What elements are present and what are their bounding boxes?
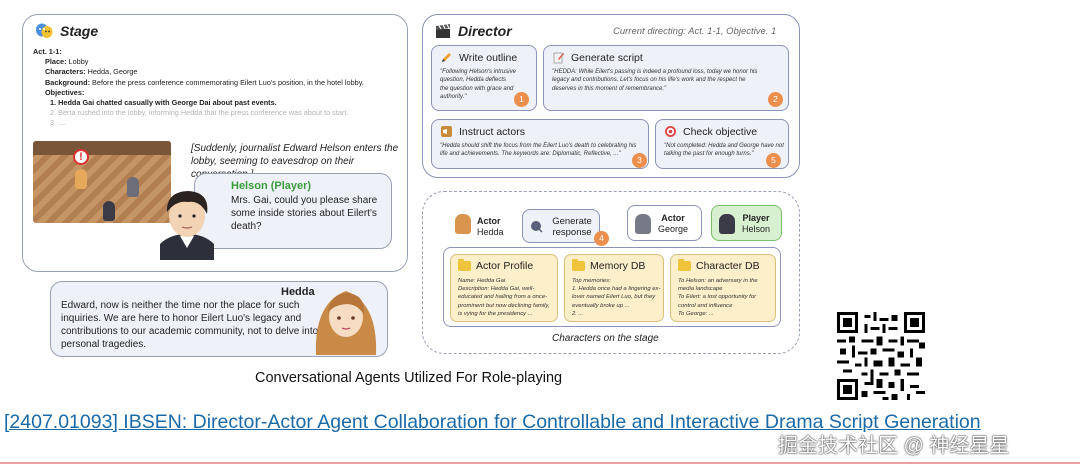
helson-line: Mrs. Gai, could you please share some in… <box>231 195 378 232</box>
helson-portrait <box>160 191 214 260</box>
qr-code <box>837 312 925 400</box>
scene-wall <box>33 141 171 155</box>
hedda-name: Hedda <box>281 286 315 298</box>
folder-icon <box>678 259 691 271</box>
helson-avatar <box>719 214 735 234</box>
objectives-label: Objectives: <box>45 87 85 97</box>
background-line: Background: Before the press conference … <box>45 77 364 87</box>
task-write-outline: Write outline "Following Helson's intrus… <box>431 45 537 111</box>
objective-1: 1. Hedda Gai chatted casually with Georg… <box>50 98 277 108</box>
divider <box>0 462 1080 464</box>
task-check-objective: Check objective "Not completed: Hedda an… <box>655 119 789 169</box>
memory-db-card: Memory DB Top memories: 1. Hedda once ha… <box>564 254 664 322</box>
objective-3: 3. .... <box>50 118 67 128</box>
step-badge: 1 <box>514 92 529 107</box>
clapperboard-icon <box>436 23 450 38</box>
step-badge: 4 <box>594 231 609 246</box>
actor-profile-card: Actor Profile Name: Hedda Gai Descriptio… <box>450 254 558 322</box>
step-badge: 5 <box>766 153 781 168</box>
george-sprite <box>127 177 139 197</box>
helson-sprite <box>103 201 115 221</box>
folder-icon <box>572 259 585 271</box>
megaphone-icon <box>441 126 452 137</box>
objective-2: 2. Berta rushed into the lobby, informin… <box>50 108 349 118</box>
george-avatar <box>635 214 651 234</box>
script-pen-icon <box>553 52 564 64</box>
director-header: Director <box>435 23 512 39</box>
character-db-card: Character DB To Helson: an adversary in … <box>670 254 776 322</box>
characters-line: Characters: Hedda, George <box>45 67 138 77</box>
stage-header: Stage <box>35 23 98 39</box>
helson-name: Helson (Player) <box>231 180 312 192</box>
task-instruct-actors: Instruct actors "Hedda should shift the … <box>431 119 649 169</box>
theater-masks-icon <box>36 23 53 38</box>
game-scene-image: ! <box>33 141 171 223</box>
director-title: Director <box>458 23 512 39</box>
stage-title: Stage <box>60 23 99 39</box>
hedda-line: Edward, now is neither the time nor the … <box>61 300 319 350</box>
actor-memory-container: Actor Profile Name: Hedda Gai Descriptio… <box>443 247 781 327</box>
step-badge: 3 <box>632 153 647 168</box>
target-icon <box>665 126 676 137</box>
task-generate-script: Generate script "HEDDA: While Eilert's p… <box>543 45 789 111</box>
figure-caption: Conversational Agents Utilized For Role-… <box>255 370 563 386</box>
watermark: 掘金技术社区 @ 神经星星 <box>778 435 1010 457</box>
speaking-head-icon <box>531 221 543 233</box>
exclamation-icon: ! <box>73 149 89 165</box>
act-label: Act. 1-1: <box>33 47 62 56</box>
step-badge: 2 <box>768 92 783 107</box>
pencil-icon <box>442 53 451 62</box>
folder-icon <box>458 259 471 271</box>
hedda-avatar <box>455 214 471 234</box>
helson-speech-bubble: Helson (Player) Mrs. Gai, could you plea… <box>194 173 392 249</box>
director-panel: Director Current directing: Act. 1-1, Ob… <box>422 14 800 178</box>
stage-script: Act. 1-1: Place: Lobby Characters: Hedda… <box>33 47 403 129</box>
place-line: Place: Lobby <box>45 57 89 67</box>
generate-response-box: Generate response 4 <box>522 209 609 246</box>
characters-caption: Characters on the stage <box>552 333 659 344</box>
director-status: Current directing: Act. 1-1, Objective. … <box>613 26 777 37</box>
hedda-portrait <box>315 291 377 355</box>
hedda-sprite <box>75 169 87 189</box>
paper-link[interactable]: [2407.01093] IBSEN: Director-Actor Agent… <box>4 411 981 433</box>
